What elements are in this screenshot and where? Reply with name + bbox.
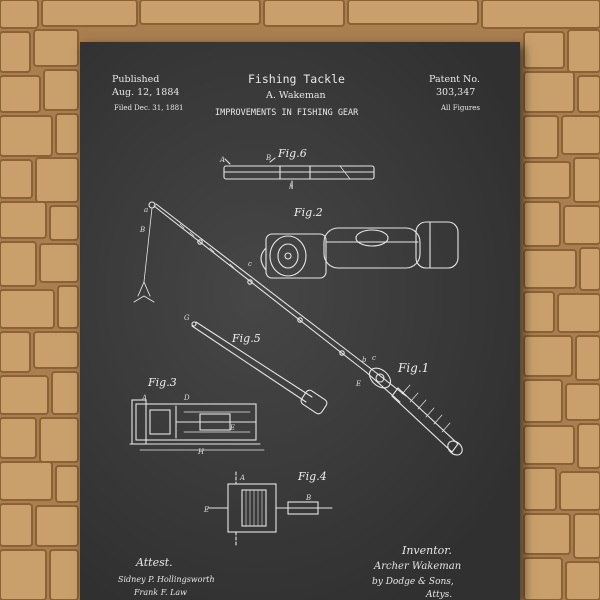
patent-subtitle: IMPROVEMENTS IN FISHING GEAR <box>215 108 359 118</box>
witness-signature-1: Sidney P. Hollingsworth <box>118 575 215 584</box>
fig-3-label: Fig.3 <box>147 376 177 389</box>
fig-6-label: Fig.6 <box>277 147 307 160</box>
fig-5-label: Fig.5 <box>231 332 261 345</box>
svg-text:B: B <box>265 154 271 162</box>
attest-label: Attest. <box>135 556 173 569</box>
svg-text:b: b <box>362 356 367 364</box>
svg-text:D: D <box>183 394 190 402</box>
attorney-label: Attys. <box>425 590 452 600</box>
figure-4-reel-detail-drawing <box>207 471 333 547</box>
inventor-signature: Archer Wakeman <box>373 561 461 572</box>
all-figures-label: All Figures <box>441 104 480 112</box>
figure-3-cross-section-drawing <box>129 399 265 451</box>
svg-text:a: a <box>144 206 148 214</box>
patent-poster: Published Aug. 12, 1884 Filed Dec. 31, 1… <box>80 42 520 600</box>
svg-text:E: E <box>229 424 235 432</box>
fig-2-label: Fig.2 <box>293 206 323 219</box>
figure-1-fishing-rod-drawing <box>133 201 463 456</box>
svg-text:c: c <box>248 260 252 268</box>
published-date: Aug. 12, 1884 <box>112 87 180 98</box>
svg-text:H: H <box>197 448 205 456</box>
figure-6-ferrule-drawing <box>223 157 375 189</box>
svg-text:B: B <box>305 494 311 502</box>
fig-1-label: Fig.1 <box>397 361 429 375</box>
svg-text:E: E <box>355 380 361 388</box>
inventor-label: Inventor. <box>401 544 452 557</box>
patent-number-label: Patent No. <box>429 74 480 85</box>
figure-2-reel-drawing <box>260 221 459 279</box>
inventor-name: A. Wakeman <box>266 90 326 101</box>
svg-text:c: c <box>372 354 376 362</box>
svg-text:A: A <box>239 474 245 482</box>
patent-drawing: A B h a B c b c E G A D E H A E B Fig.6 … <box>118 147 463 600</box>
published-label: Published <box>112 74 160 85</box>
svg-text:A: A <box>141 394 147 402</box>
fig-4-label: Fig.4 <box>297 470 327 483</box>
svg-text:h: h <box>289 183 294 191</box>
patent-title: Fishing Tackle <box>248 72 345 86</box>
svg-text:A: A <box>219 156 225 164</box>
filed-date: Filed Dec. 31, 1881 <box>114 104 184 112</box>
patent-number: 303,347 <box>436 87 476 98</box>
attorney-signature: by Dodge & Sons, <box>372 577 454 587</box>
figure-5-joint-drawing <box>191 321 328 415</box>
svg-text:G: G <box>184 314 190 322</box>
svg-text:B: B <box>139 226 145 234</box>
witness-signature-2: Frank F. Law <box>133 588 187 597</box>
svg-text:E: E <box>203 506 209 514</box>
